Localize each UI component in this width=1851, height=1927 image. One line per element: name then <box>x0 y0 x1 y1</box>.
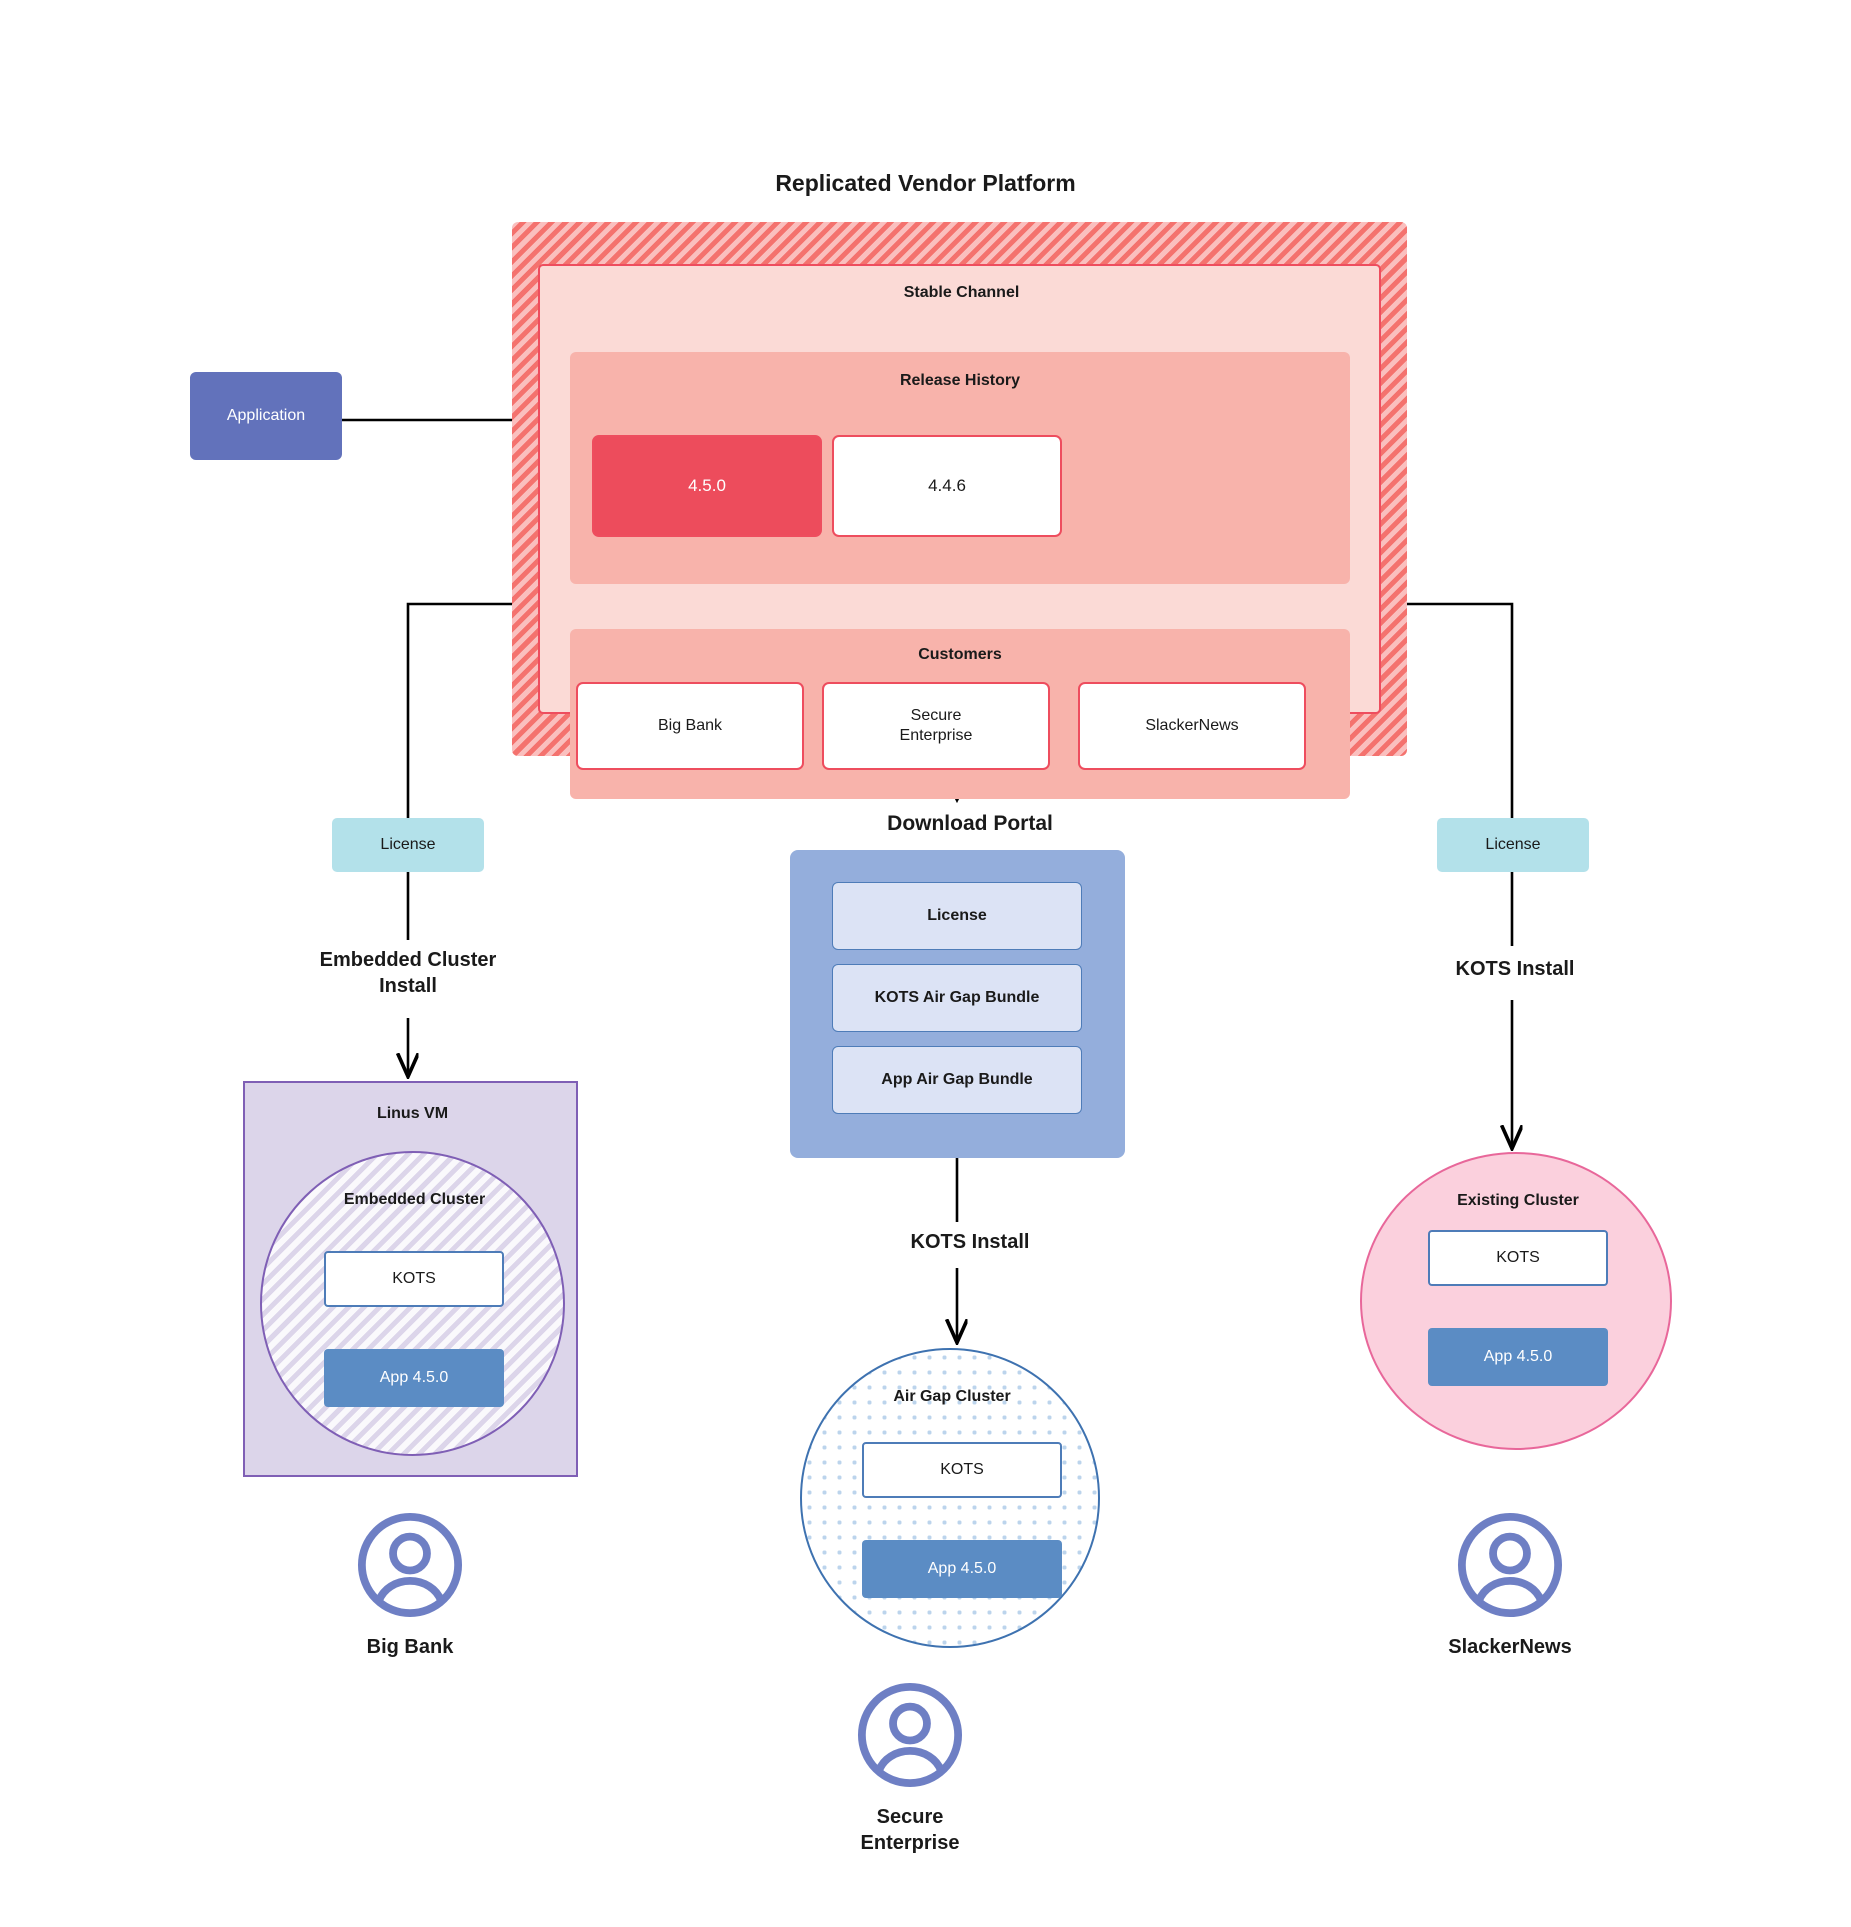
existing-cluster-container: Existing Cluster KOTS App 4.5.0 <box>1360 1152 1672 1450</box>
kots-chip-existing[interactable]: KOTS <box>1428 1230 1608 1286</box>
embedded-cluster-container: Embedded Cluster KOTS App 4.5.0 <box>260 1151 565 1456</box>
app-chip-existing[interactable]: App 4.5.0 <box>1428 1328 1608 1386</box>
customer-chip-big-bank[interactable]: Big Bank <box>576 682 804 770</box>
vendor-platform-container: Stable Channel Release History 4.5.0 4.4… <box>512 222 1407 799</box>
portal-item-app-air-gap-bundle[interactable]: App Air Gap Bundle <box>832 1046 1082 1114</box>
stable-channel-container: Stable Channel Release History 4.5.0 4.4… <box>538 264 1381 799</box>
portal-item-kots-air-gap-bundle[interactable]: KOTS Air Gap Bundle <box>832 964 1082 1032</box>
portal-item-license[interactable]: License <box>832 882 1082 950</box>
release-chip-4-4-6[interactable]: 4.4.6 <box>832 435 1062 537</box>
embedded-cluster-label: Embedded Cluster <box>343 1191 486 1208</box>
linux-vm-container: Linus VM Embedded Cluster KOTS App 4.5.0 <box>243 1081 578 1477</box>
app-chip-airgap[interactable]: App 4.5.0 <box>862 1540 1062 1598</box>
release-chip-4-5-0[interactable]: 4.5.0 <box>592 435 822 537</box>
user-avatar-icon <box>857 1682 963 1788</box>
release-history-label: Release History <box>899 372 1021 389</box>
kots-chip-embedded[interactable]: KOTS <box>324 1251 504 1307</box>
air-gap-cluster-container: Air Gap Cluster KOTS App 4.5.0 <box>800 1348 1100 1648</box>
flow-label-kots-install-middle: KOTS Install <box>910 1231 1030 1253</box>
kots-chip-airgap[interactable]: KOTS <box>862 1442 1062 1498</box>
customers-label: Customers <box>918 646 1002 663</box>
license-box-right[interactable]: License <box>1437 818 1589 872</box>
download-portal-title: Download Portal <box>887 812 1053 835</box>
customer-avatar-big-bank: Big Bank <box>300 1510 520 1660</box>
flow-label-kots-install-right: KOTS Install <box>1455 958 1575 980</box>
release-history-container: Release History 4.5.0 4.4.6 <box>570 352 1350 584</box>
user-avatar-icon <box>1457 1512 1563 1618</box>
download-portal-container: License KOTS Air Gap Bundle App Air Gap … <box>790 850 1125 1158</box>
customer-avatar-label: Big Bank <box>366 1636 454 1658</box>
customer-chip-slackernews[interactable]: SlackerNews <box>1078 682 1306 770</box>
application-box[interactable]: Application <box>190 372 342 460</box>
app-chip-embedded[interactable]: App 4.5.0 <box>324 1349 504 1407</box>
stable-channel-label: Stable Channel <box>903 284 1020 301</box>
user-avatar-icon <box>357 1512 463 1618</box>
license-box-left[interactable]: License <box>332 818 484 872</box>
page-title: Replicated Vendor Platform <box>775 170 1076 196</box>
customer-avatar-label: SlackerNews <box>1448 1636 1572 1658</box>
existing-cluster-label: Existing Cluster <box>1457 1192 1579 1209</box>
customer-avatar-slackernews: SlackerNews <box>1400 1510 1620 1660</box>
linux-vm-label: Linus VM <box>376 1105 449 1122</box>
air-gap-cluster-label: Air Gap Cluster <box>893 1388 1011 1405</box>
